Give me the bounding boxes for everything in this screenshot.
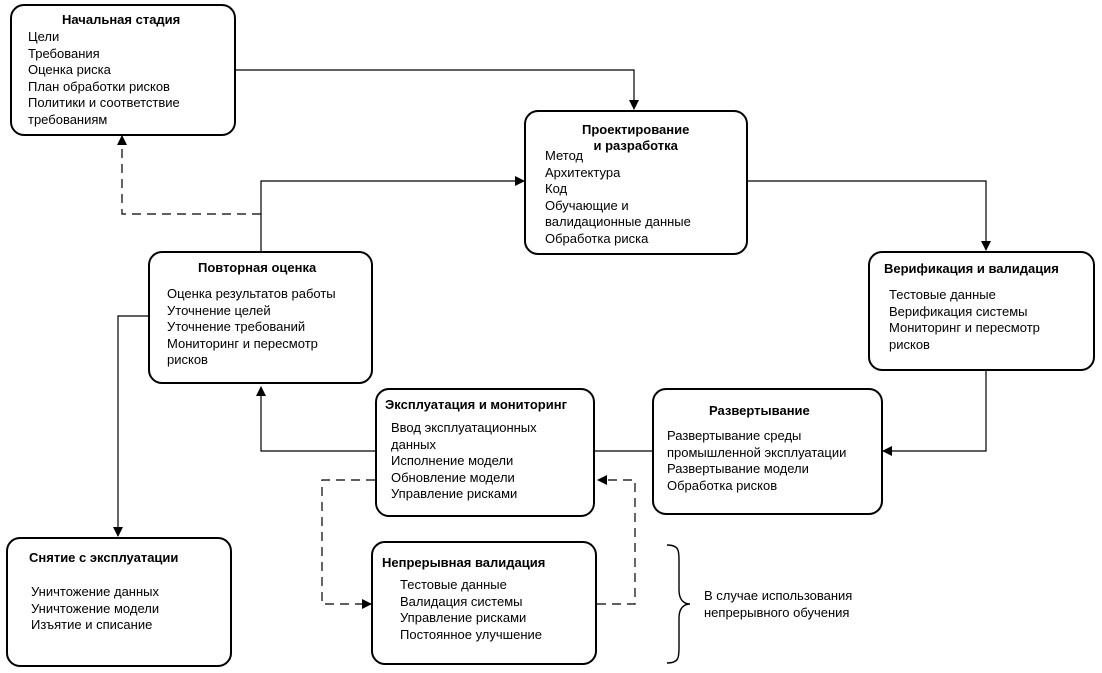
box-reevaluation: Повторная оценка Оценка результатов рабо… [148,251,373,384]
list-item: Уточнение требований [167,319,306,334]
list-item: Мониторинг и пересмотр [167,335,318,351]
list-item: Обработка рисков [667,477,778,493]
list-item: Развертывание модели [667,461,809,476]
list-item: Управление рисками [400,610,527,625]
list-item: Обучающие и [545,197,629,213]
box-continuous-validation: Непрерывная валидация Тестовые данные Ва… [371,541,597,665]
list-item: Валидация системы [400,593,523,609]
list-item: валидационные данные [545,214,691,229]
list-item: Цели [28,29,60,44]
connector-initiation-to-design [236,69,639,110]
box-design-title-line1: Проектирование [582,122,690,137]
list-item: промышленной эксплуатации [667,444,847,460]
list-item: Ввод эксплуатационных [391,420,537,435]
box-design-title: Проектирование и разработка [582,122,689,154]
box-design-title-line2: и разработка [593,138,678,153]
list-item: Уничтожение модели [31,600,160,616]
box-operation-title: Эксплуатация и мониторинг [385,397,567,412]
note-line2: непрерывного обучения [704,605,850,620]
connector-reevaluation-to-retirement [113,315,148,537]
list-item: Тестовые данные [889,287,996,302]
box-operation-items: Ввод эксплуатационных данных Исполнение … [391,420,537,503]
continuous-learning-brace [666,544,691,664]
list-item: данных [391,436,437,452]
list-item: Политики и соответствие [28,95,180,110]
box-reevaluation-title: Повторная оценка [198,260,317,275]
connector-operation-to-reevaluation [256,386,375,452]
box-deployment: Развертывание Развертывание среды промыш… [652,388,883,515]
box-operation: Эксплуатация и мониторинг Ввод эксплуата… [375,388,595,517]
connector-design-to-verification [748,180,991,251]
dashed-operation-to-continuous [321,479,375,609]
list-item: Управление рисками [391,486,518,501]
list-item: Уточнение целей [167,302,271,318]
dashed-continuous-to-operation [597,475,636,605]
continuous-learning-note: В случае использования непрерывного обуч… [704,587,852,621]
list-item: Тестовые данные [400,577,507,592]
box-design-items: Метод Архитектура Код Обучающие и валида… [545,148,691,247]
list-item: Постоянное улучшение [400,626,542,642]
list-item: Верификация системы [889,303,1028,319]
box-reevaluation-items: Оценка результатов работы Уточнение целе… [167,286,336,369]
box-retirement-items: Уничтожение данных Уничтожение модели Из… [31,584,159,634]
list-item: Метод [545,148,584,163]
list-item: Уничтожение данных [31,584,160,599]
list-item: Мониторинг и пересмотр [889,320,1040,335]
list-item: Оценка риска [28,62,111,77]
connector-verification-to-deployment [882,371,987,456]
list-item: Архитектура [545,164,621,180]
list-item: Изъятие и списание [31,617,153,632]
box-retirement: Снятие с эксплуатации Уничтожение данных… [6,537,232,667]
list-item: Требования [28,45,100,61]
box-verification-items: Тестовые данные Верификация системы Мони… [889,287,1040,353]
list-item: рисков [167,352,208,367]
note-line1: В случае использования [704,588,853,603]
box-retirement-title: Снятие с эксплуатации [29,550,179,565]
list-item: План обработки рисков [28,78,170,94]
list-item: Код [545,181,568,196]
box-verification-title: Верификация и валидация [884,261,1059,276]
list-item: Обработка риска [545,230,649,246]
box-verification: Верификация и валидация Тестовые данные … [868,251,1095,371]
list-item: требованиям [28,111,108,127]
box-continuous-validation-title: Непрерывная валидация [382,555,546,570]
box-initiation: Начальная стадия Цели Требования Оценка … [10,4,236,136]
list-item: Исполнение модели [391,453,514,468]
box-design: Проектирование и разработка Метод Архите… [524,110,748,255]
box-initiation-items: Цели Требования Оценка риска План обрабо… [28,29,180,128]
dashed-reevaluation-to-initiation [117,135,261,215]
list-item: Развертывание среды [667,428,802,443]
list-item: рисков [889,336,930,352]
box-initiation-title: Начальная стадия [62,12,181,27]
connector-reevaluation-to-design [260,176,525,251]
box-deployment-title: Развертывание [709,403,810,418]
list-item: Оценка результатов работы [167,286,336,301]
list-item: Обновление модели [391,469,515,485]
box-deployment-items: Развертывание среды промышленной эксплуа… [667,428,846,494]
box-continuous-validation-items: Тестовые данные Валидация системы Управл… [400,577,542,643]
